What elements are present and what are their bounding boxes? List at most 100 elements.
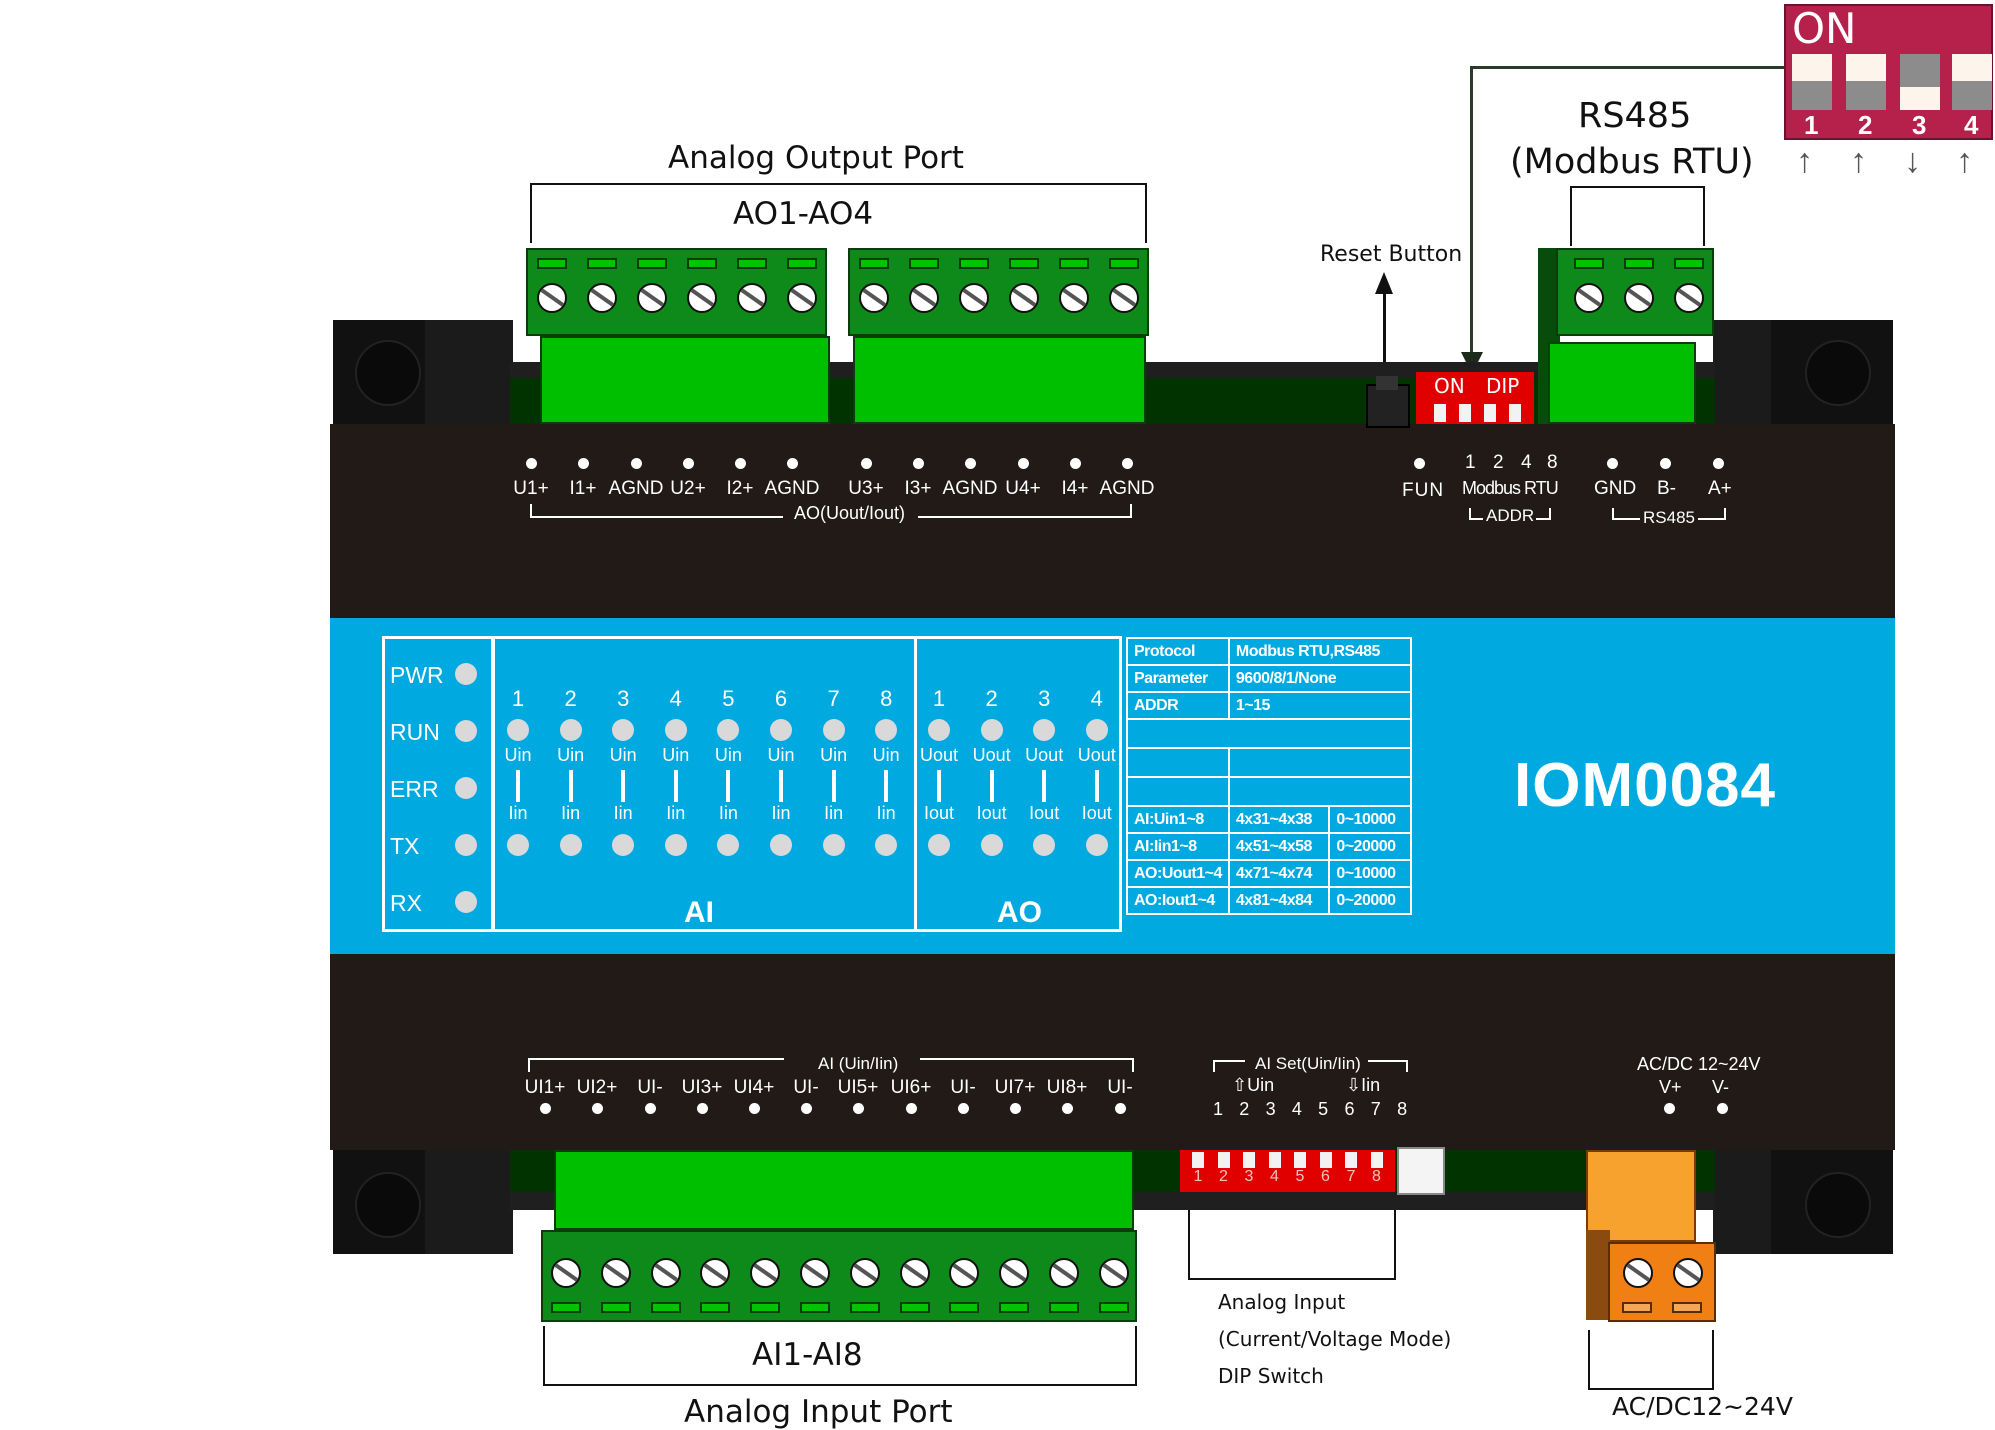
a-plus-pin-dot bbox=[1713, 458, 1724, 469]
ai-dip-toggle[interactable] bbox=[1268, 1152, 1281, 1168]
register-address: 4x81~4x84 bbox=[1227, 886, 1331, 915]
spec-value: 9600/8/1/None bbox=[1227, 664, 1413, 693]
ai-dip-toggle[interactable] bbox=[1243, 1152, 1255, 1168]
ai-set-dip-switch[interactable] bbox=[1180, 1150, 1395, 1192]
ao-bottom-mode-label: Iout bbox=[1029, 803, 1060, 823]
ao-pin-label: U4+ bbox=[1005, 478, 1041, 499]
power-screw-vminus[interactable] bbox=[1673, 1258, 1703, 1288]
ai-port-bracket-left bbox=[543, 1326, 545, 1386]
mount-ear-bottom-left bbox=[333, 1150, 513, 1254]
dip-inset-switch-1[interactable] bbox=[1792, 54, 1832, 110]
ao-block-2-slot bbox=[1109, 258, 1139, 269]
ao-channel-number: 4 bbox=[1090, 686, 1103, 711]
ai-block-screw[interactable] bbox=[800, 1258, 830, 1288]
addr-modbus-label: Modbus RTU bbox=[1462, 478, 1559, 498]
ai-set-number: 8 bbox=[1397, 1099, 1408, 1119]
gnd-pin-dot bbox=[1607, 458, 1618, 469]
ao-block-1-screw[interactable] bbox=[537, 283, 567, 313]
spec-row-blank-1 bbox=[1126, 718, 1412, 749]
ao-block-2-slot bbox=[859, 258, 889, 269]
dip-inset-switch-2[interactable] bbox=[1846, 54, 1886, 110]
ao-block-1-screw[interactable] bbox=[737, 283, 767, 313]
register-name: AO:Iout1~4 bbox=[1126, 886, 1230, 915]
dip-inset-switch-3[interactable] bbox=[1900, 54, 1940, 110]
ai-block-screw[interactable] bbox=[1098, 1258, 1129, 1288]
onboard-addr-dip[interactable]: ON DIP bbox=[1416, 372, 1534, 424]
ao-pin-dot bbox=[1122, 458, 1133, 469]
dip-callout-line-3: DIP Switch bbox=[1218, 1364, 1324, 1388]
ao-block-1-screw[interactable] bbox=[587, 283, 617, 313]
ao-mode-divider bbox=[937, 770, 941, 802]
ao-block-2-screw[interactable] bbox=[859, 283, 889, 313]
ai-block-screw[interactable] bbox=[999, 1258, 1030, 1288]
ai-dip-toggle[interactable] bbox=[1294, 1152, 1306, 1168]
ai-block-screw[interactable] bbox=[949, 1258, 980, 1288]
ai-pin-dot bbox=[1115, 1103, 1126, 1114]
ai-block-screw[interactable] bbox=[650, 1258, 681, 1288]
ao-block-2-screw[interactable] bbox=[909, 283, 939, 313]
rs485-block-screw[interactable] bbox=[1624, 283, 1654, 313]
ao-top-led bbox=[1085, 719, 1108, 741]
ai-panel-title: AI bbox=[684, 896, 714, 929]
ao-block-1-screw[interactable] bbox=[787, 283, 817, 313]
ao-pin-dot bbox=[787, 458, 798, 469]
spec-key: Protocol bbox=[1126, 637, 1230, 666]
ai-block-screw[interactable] bbox=[750, 1258, 781, 1288]
ai-pin-label: UI5+ bbox=[837, 1077, 879, 1098]
ai-top-led bbox=[612, 719, 635, 741]
power-caption: AC/DC12~24V bbox=[1612, 1392, 1793, 1421]
ai-bottom-led bbox=[559, 834, 582, 856]
ai-block-screw[interactable] bbox=[551, 1258, 581, 1288]
rs485-grp-bracket-right bbox=[1724, 508, 1726, 520]
ao-block-2-screw[interactable] bbox=[959, 283, 989, 313]
fun-pin-dot bbox=[1414, 458, 1425, 469]
ai-mode-divider bbox=[726, 770, 731, 802]
ao-block-2-screw[interactable] bbox=[1009, 283, 1039, 313]
register-row: AI:Iin1~8 4x51~4x58 0~20000 bbox=[1126, 832, 1412, 861]
ai-block-screw[interactable] bbox=[700, 1258, 731, 1288]
ao-terminal-block-1 bbox=[526, 248, 827, 336]
ai-pin-dot bbox=[540, 1103, 551, 1114]
rs485-terminal-block-base bbox=[1548, 342, 1696, 424]
ai-set-number: 3 bbox=[1265, 1099, 1276, 1119]
ao-block-1-slot bbox=[787, 258, 817, 269]
analog-output-port-caption: Analog Output Port bbox=[668, 140, 964, 176]
addr-bracket-right bbox=[1549, 508, 1551, 520]
ao-mode-divider bbox=[1042, 770, 1047, 802]
reset-button[interactable] bbox=[1366, 376, 1410, 428]
ai-pin-label: UI- bbox=[637, 1077, 663, 1098]
ao-block-1-screw[interactable] bbox=[687, 283, 717, 313]
rs485-bracket-top bbox=[1570, 186, 1705, 188]
ai-dip-toggle[interactable] bbox=[1319, 1152, 1332, 1168]
ai-dip-toggle[interactable] bbox=[1217, 1152, 1230, 1168]
dip-inset-switch-4[interactable] bbox=[1952, 54, 1992, 110]
ai-group-bracket-right bbox=[1132, 1058, 1134, 1072]
rs485-block-screw[interactable] bbox=[1574, 283, 1604, 313]
model-name: IOM0084 bbox=[1514, 751, 1777, 820]
ai-block-slot bbox=[700, 1302, 731, 1313]
ai-mode-divider bbox=[779, 770, 783, 802]
ai-block-screw[interactable] bbox=[1049, 1258, 1079, 1288]
dip-inset-num-3: 3 bbox=[1912, 110, 1927, 140]
ao-block-1-screw[interactable] bbox=[637, 283, 667, 313]
ai-dip-toggle[interactable] bbox=[1370, 1152, 1383, 1168]
ao-block-1-slot bbox=[637, 258, 667, 269]
ai-set-number: 1 bbox=[1212, 1099, 1224, 1119]
b-minus-pin-dot bbox=[1660, 458, 1671, 469]
register-range: 0~20000 bbox=[1328, 886, 1412, 915]
power-screw-vplus[interactable] bbox=[1623, 1258, 1653, 1288]
ai-panel-box bbox=[492, 636, 917, 932]
ai-dip-toggle[interactable] bbox=[1345, 1152, 1357, 1168]
ai-pin-label: UI- bbox=[793, 1077, 819, 1098]
ao-bottom-led bbox=[980, 834, 1003, 856]
rs485-block-screw[interactable] bbox=[1674, 283, 1704, 313]
ai-block-slot bbox=[650, 1302, 681, 1313]
ai-block-screw[interactable] bbox=[849, 1258, 880, 1288]
ai-bottom-led bbox=[664, 834, 687, 856]
ai-dip-toggle[interactable] bbox=[1192, 1152, 1204, 1168]
ai-block-screw[interactable] bbox=[600, 1258, 631, 1288]
ai-block-screw[interactable] bbox=[899, 1258, 930, 1288]
ao-block-2-screw[interactable] bbox=[1109, 283, 1139, 313]
register-name: AI:Iin1~8 bbox=[1126, 832, 1230, 861]
ao-block-2-screw[interactable] bbox=[1059, 283, 1089, 313]
